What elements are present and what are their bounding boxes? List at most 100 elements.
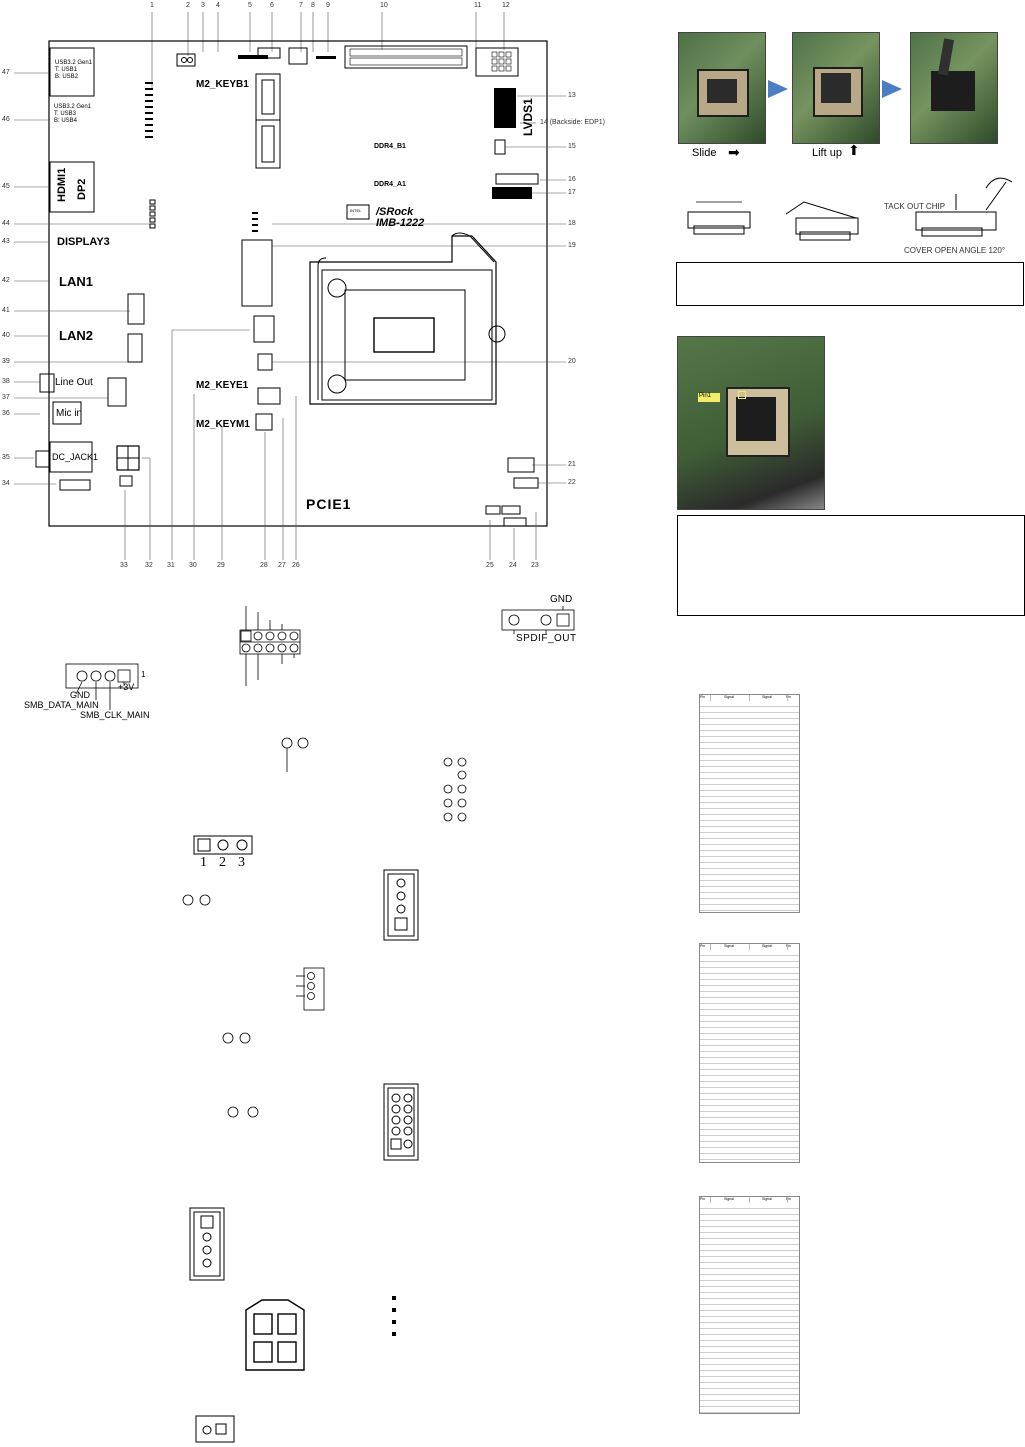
- pcie-label: PCIE1: [306, 496, 352, 512]
- callout-31: 31: [167, 562, 175, 569]
- col-signal-b: Signal: [762, 944, 772, 948]
- usb-second-line1: USB3.2 Gen1: [54, 104, 92, 110]
- callout-12: 12: [502, 2, 510, 9]
- usb-top-line1: USB3.2 Gen1: [55, 60, 93, 66]
- callout-26: 26: [292, 562, 300, 569]
- usb-top-line2: T: USB1: [55, 67, 78, 73]
- table-row-lines: [700, 1203, 799, 1413]
- col-pin: Pin: [700, 944, 706, 948]
- callout-1: 1: [150, 2, 154, 9]
- col-signal-b: Signal: [762, 1197, 772, 1201]
- smbus-pin1-label: 1: [141, 670, 146, 679]
- socket-photo-step2: [792, 32, 880, 144]
- callout-11: 11: [474, 2, 482, 9]
- callout-5: 5: [248, 2, 252, 9]
- usb-second-line2: T: USB3: [54, 111, 77, 117]
- callout-7: 7: [299, 2, 303, 9]
- liftup-caption: Lift up: [812, 147, 842, 159]
- callout-35: 35: [2, 454, 10, 461]
- jumper-pin-3: 3: [238, 855, 245, 870]
- col-pin-b: Pin: [786, 944, 792, 948]
- smbus-3v-label: +3V: [118, 682, 135, 692]
- usb-label-top: USB3.2 Gen1 T: USB1 B: USB2: [55, 60, 92, 81]
- m2-keyb-label: M2_KEYB1: [196, 79, 249, 90]
- lvds-label: LVDS1: [521, 98, 535, 136]
- col-pin: Pin: [700, 695, 706, 699]
- display3-label: DISPLAY3: [57, 236, 110, 248]
- callout-23: 23: [531, 562, 539, 569]
- spdif-gnd-label: GND: [550, 594, 573, 605]
- m2-keym-label: M2_KEYM1: [196, 419, 250, 430]
- callout-24: 24: [509, 562, 517, 569]
- arrow-icon: [768, 80, 788, 98]
- callout-47: 47: [2, 69, 10, 76]
- arrow-right-icon: ➡: [728, 144, 740, 160]
- m2-keye-label: M2_KEYE1: [196, 380, 249, 391]
- usb-label-second: USB3.2 Gen1 T: USB3 B: USB4: [54, 104, 91, 125]
- dp-label: DP2: [76, 178, 88, 200]
- callout-46: 46: [2, 116, 10, 123]
- col-pin-b: Pin: [786, 695, 792, 699]
- caption-box-1: [676, 262, 1024, 306]
- table-row-lines: [700, 950, 799, 1162]
- col-signal: Signal: [724, 695, 734, 699]
- jumper-pin-1: 1: [200, 855, 207, 870]
- callout-38: 38: [2, 378, 10, 385]
- callout-8: 8: [311, 2, 315, 9]
- callout-17: 17: [568, 189, 576, 196]
- callout-37: 37: [2, 394, 10, 401]
- line-out-label: Line Out: [55, 377, 93, 388]
- callout-6: 6: [270, 2, 274, 9]
- callout-10: 10: [380, 2, 388, 9]
- callout-13: 13: [568, 92, 576, 99]
- tack-out-label: TACK OUT CHIP: [884, 202, 946, 211]
- col-pin: Pin: [700, 1197, 706, 1201]
- pin-table-keye: Pin Signal Signal Pin: [699, 1196, 800, 1414]
- callout-16: 16: [568, 176, 576, 183]
- jumper-pin-2: 2: [219, 855, 226, 870]
- spdif-out-label: SPDIF_OUT: [516, 633, 577, 644]
- smbus-data-label: SMB_DATA_MAIN: [24, 700, 99, 710]
- callout-25: 25: [486, 562, 494, 569]
- caption-box-2: [677, 515, 1025, 616]
- pin-table-keyb: Pin Signal Signal Pin: [699, 694, 800, 913]
- pin-table-keym: Pin Signal Signal Pin: [699, 943, 800, 1163]
- chipset-label: INTEL: [350, 208, 362, 213]
- callout-14: 14 (Backside: EDP1): [540, 119, 605, 126]
- socket-open-diagram: [687, 177, 1013, 241]
- model-name: IMB-1222: [376, 217, 425, 229]
- callout-3: 3: [201, 2, 205, 9]
- callout-30: 30: [189, 562, 197, 569]
- callout-15: 15: [568, 143, 576, 150]
- hdmi-label: HDMI1: [56, 167, 68, 202]
- callout-34: 34: [2, 480, 10, 487]
- col-signal: Signal: [724, 1197, 734, 1201]
- slide-caption: Slide: [692, 147, 717, 159]
- callout-2: 2: [186, 2, 190, 9]
- cover-open-label: COVER OPEN ANGLE 120°: [904, 246, 1006, 255]
- socket-pin1-photo: [677, 336, 825, 510]
- ddr-b-label: DDR4_B1: [374, 143, 406, 150]
- lan1-label: LAN1: [59, 274, 93, 289]
- mic-in-label: Mic in: [56, 408, 83, 419]
- socket-photo-step1: [678, 32, 766, 144]
- callout-40: 40: [2, 332, 10, 339]
- callout-36: 36: [2, 410, 10, 417]
- callout-43: 43: [2, 238, 10, 245]
- callout-45: 45: [2, 183, 10, 190]
- col-signal: Signal: [724, 944, 734, 948]
- col-signal-b: Signal: [762, 695, 772, 699]
- socket-photo-step3: [910, 32, 998, 144]
- arrow-icon: [882, 80, 902, 98]
- callout-20: 20: [568, 358, 576, 365]
- callout-42: 42: [2, 277, 10, 284]
- callout-32: 32: [145, 562, 153, 569]
- brand-logo: /SRock: [376, 206, 414, 218]
- usb-top-line3: B: USB2: [55, 74, 79, 80]
- callout-39: 39: [2, 358, 10, 365]
- callout-4: 4: [216, 2, 220, 9]
- usb-second-line3: B: USB4: [54, 118, 78, 124]
- callout-21: 21: [568, 461, 576, 468]
- motherboard-layout: 1 2 3 4 5 6 7 8 9 10 11 12: [0, 0, 605, 580]
- callout-29: 29: [217, 562, 225, 569]
